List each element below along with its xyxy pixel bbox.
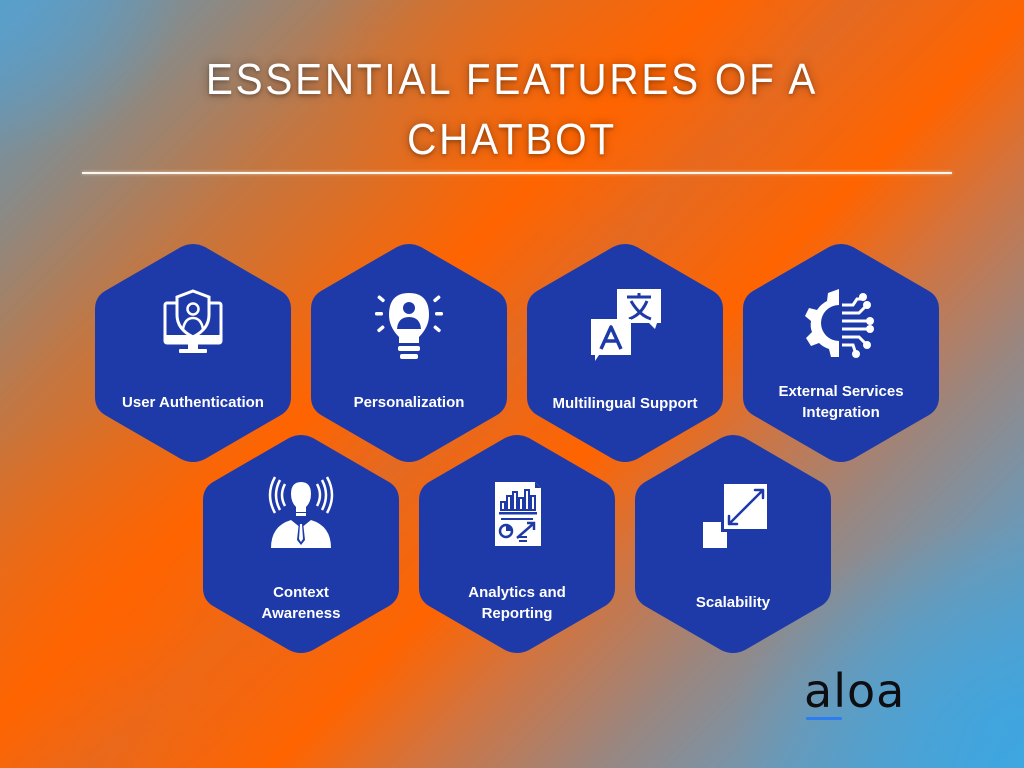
feature-card-analytics-and-reporting: Analytics and Reporting xyxy=(419,434,615,654)
feature-label: User Authentication xyxy=(122,394,264,411)
monitor-shield-user-icon xyxy=(163,289,223,353)
hexagon-shape xyxy=(635,435,831,653)
feature-label: Context Awareness xyxy=(213,582,389,624)
feature-label: External Services Integration xyxy=(753,381,929,423)
feature-label: Analytics and Reporting xyxy=(429,582,605,624)
lightbulb-head-person-icon xyxy=(268,476,334,548)
gear-circuit-icon xyxy=(805,289,874,358)
report-chart-icon xyxy=(495,482,541,546)
title-line-1: ESSENTIAL FEATURES OF A xyxy=(205,55,819,104)
feature-label-line-2: Reporting xyxy=(481,605,553,622)
feature-label: Scalability xyxy=(695,594,771,611)
title-line-2: CHATBOT xyxy=(407,115,617,164)
feature-label: Personalization xyxy=(353,394,465,411)
feature-label-line-1: External Services xyxy=(778,383,904,400)
feature-card-multilingual-support: Multilingual Support xyxy=(527,243,723,463)
feature-card-personalization: Personalization xyxy=(311,243,507,463)
page-title: ESSENTIAL FEATURES OF A CHATBOT xyxy=(41,50,983,170)
translate-icon xyxy=(591,289,661,361)
feature-label: Multilingual Support xyxy=(552,395,698,412)
resize-arrows-icon xyxy=(703,484,767,548)
logo-text: aloa xyxy=(804,664,906,718)
hexagon-shape xyxy=(311,244,507,462)
logo-underline xyxy=(806,717,842,720)
feature-card-scalability: Scalability xyxy=(635,434,831,654)
aloa-logo: aloa xyxy=(804,664,944,728)
lightbulb-user-icon xyxy=(375,293,443,359)
feature-card-context-awareness: Context Awareness xyxy=(203,434,399,654)
feature-label-line-1: Analytics and xyxy=(468,584,566,601)
feature-label-line-2: Integration xyxy=(802,404,880,421)
feature-label-line-1: Context xyxy=(273,584,329,601)
feature-label-line-2: Awareness xyxy=(261,605,341,622)
feature-card-user-authentication: User Authentication xyxy=(95,243,291,463)
feature-card-external-services-integration: External Services Integration xyxy=(743,243,939,463)
title-divider xyxy=(82,172,952,174)
hexagon-shape xyxy=(743,244,939,462)
